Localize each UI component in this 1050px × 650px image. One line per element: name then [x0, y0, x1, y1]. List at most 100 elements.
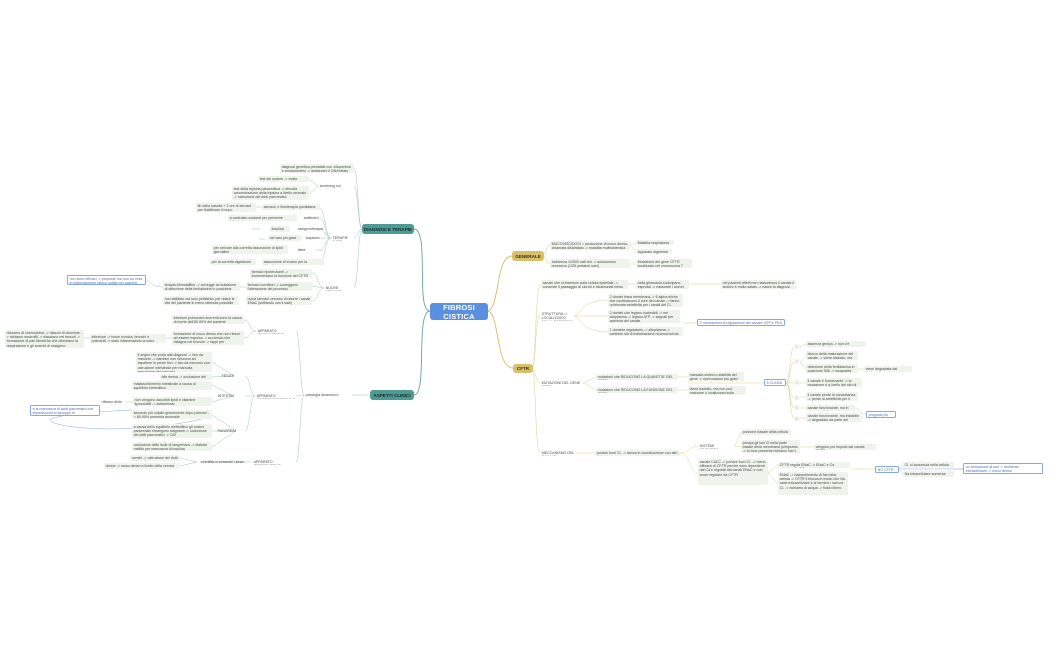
node-portare-fuori-cl[interactable]: portare fuori Cl- -> lavora in coordinaz… [595, 450, 680, 456]
node-apparato-digerente[interactable]: Apparato digerente [636, 249, 672, 254]
node-antibiotici[interactable]: antibiotici [303, 215, 319, 220]
node-no-formazione-sali[interactable]: no formazione di sali -> ambiente extrac… [963, 463, 1043, 474]
node-insulina[interactable]: insulina [270, 226, 290, 232]
node-classe-6[interactable]: canale funzionante, ma instabile -> degr… [806, 413, 862, 422]
node-malattia-respiratoria[interactable]: Malattia respiratoria [636, 240, 674, 245]
node-ghiandola-sudoripara[interactable]: nella ghiandola sudoripara: espressi -> … [636, 280, 689, 289]
node-mancata-sintesi[interactable]: mancata sintesi o stabilità del gene -> … [688, 372, 744, 381]
node-enac-riassorbimento[interactable]: ENaC -> riassorbimento di Na nella cellu… [778, 472, 848, 495]
node-screening[interactable]: screening sul bambino [319, 183, 341, 189]
node-terapie-base[interactable]: TERAPIE BASE [332, 235, 348, 241]
node-trapianto-note[interactable]: nei casi più gravi [268, 235, 302, 241]
node-degradata-proteasoma[interactable]: viene degradata dal proteasoma [864, 366, 912, 372]
node-infertilita[interactable]: infertilità in entrambi i sessi [200, 459, 244, 464]
node-meccanismi-regolazione[interactable]: 2 meccanismi di regolazione del canale: … [697, 319, 785, 326]
node-antibiotici-note[interactable]: a contrasto costanti per prevenire infez… [228, 215, 297, 221]
node-apparato-riproduttivo[interactable]: APPARATO RIPRODUTTIVO [253, 459, 281, 465]
node-pancreas[interactable]: PANCREAS [217, 428, 236, 433]
node-muco-denso-tappi[interactable]: formazione di muco denso che non riesce … [172, 331, 244, 345]
node-langerhans[interactable]: occlusione delle isole di langerhans -> … [132, 442, 212, 451]
node-pediatrico[interactable]: non abilitato ora solo pediatrico per ri… [163, 296, 239, 305]
node-sei-classi[interactable]: 6 CLASSI [764, 379, 786, 386]
node-na-aumenta[interactable]: Na intracellulare aumenta [903, 471, 954, 477]
node-test-tripsina[interactable]: test della tripsina pancreatica -> eleva… [232, 186, 309, 200]
node-mutazione-cromosoma[interactable]: Mutazione del gene CFTR localizzato nel … [636, 259, 692, 268]
link-root-generale [486, 255, 513, 312]
node-prognosi-lieve[interactable]: prognosi più lieve [866, 411, 896, 418]
node-enzimi-note[interactable]: per la corretta digestione [210, 259, 256, 265]
branch-diagnosi-terapie[interactable]: DIAGNOSI E TERAPIE [362, 224, 414, 234]
node-classe-1[interactable]: assenza genica -> non c'è produzione del… [806, 341, 866, 347]
node-bile-densa[interactable]: bile densa -> occlusione dei vasi [160, 374, 212, 380]
node-patologia-dinamica[interactable]: patologia dinamica e multisistemica [305, 392, 339, 398]
node-mutazioni-gene[interactable]: MUTAZIONI DEL GENE CFTR [541, 380, 581, 386]
link-root-diagnosi [413, 228, 431, 312]
node-acidi-pancreatici[interactable]: è la mancanza di acidi pancreatici che i… [30, 405, 100, 416]
node-avitaminosi[interactable]: non vengono assorbiti lipidi e vitamine … [133, 397, 212, 406]
node-terapia-trimodaffine[interactable]: terapia trimodaffine -> corregge la muta… [163, 282, 240, 291]
node-classe-2[interactable]: blocco della maturazione del canale -> v… [806, 351, 858, 360]
node-apparato-respiratorio[interactable]: APPARATO RESPIRATORIO [257, 328, 285, 334]
node-apparato-gastro[interactable]: APPARATO GASTROINTESTINALE [256, 393, 295, 399]
node-riducono-funzione[interactable]: mutazioni che RIDUCONO LA FUNZIONE DEL C… [596, 387, 678, 393]
node-canale-intro[interactable]: canale che si inserisce sulla cellula ep… [541, 280, 628, 289]
node-malassorbimento[interactable]: malassorbimento intestinale a causa di s… [132, 381, 212, 390]
node-uomini-dotti[interactable]: uomini -> ostruzione dei dotti deferenti [130, 455, 180, 461]
node-aerosol[interactable]: aerosol, e fisioterapia quotidiana [262, 204, 320, 210]
node-domini-transmembrana[interactable]: 2 domini trans membrana -> 6 alpha elich… [608, 294, 683, 307]
node-non-efficaci[interactable]: non sono efficaci -> proposte ma non ciò… [67, 275, 146, 285]
node-mucoviscidosi[interactable]: MUCOVISCIDOSI = produzione di muco denso… [550, 241, 630, 250]
link-root-aspetti [413, 310, 431, 396]
branch-cftr[interactable]: CFTR [513, 364, 533, 373]
node-pompa-ioni[interactable]: pompa gli ioni Cl nella parte basale del… [741, 440, 800, 453]
node-squilibrio-enzimi[interactable]: a causa dello squilibrio elettrolitico g… [132, 424, 212, 438]
node-nuove-terapie[interactable]: NUOVE TERAPIE [325, 285, 341, 291]
node-farmaci-correttori[interactable]: farmaci correttori -> correggono l'alter… [246, 282, 312, 291]
node-cl-accumula[interactable]: Cl- si accumula nella cellula [903, 462, 954, 468]
branch-generale[interactable]: GENERALE [512, 251, 544, 261]
node-riducono-quantita[interactable]: mutazioni che RIDUCONO LA QUANTITA' DEL … [596, 374, 678, 380]
root-topic[interactable]: FIBROSI CISTICA [430, 303, 488, 321]
node-cftr-regola-enac[interactable]: CFTR regola ENaC -> ENaC e Ca regolano C… [778, 462, 850, 468]
node-chemochine[interactable]: richiamo di chemochine -> rilascio di ci… [5, 330, 84, 348]
node-viene-tradotto[interactable]: viene tradotto, ma non può maturare o lo… [688, 386, 746, 395]
node-diagnosi-genetica[interactable]: diagnosi genetica prenatale con villocen… [280, 164, 354, 173]
branch-aspetti-clinici[interactable]: ASPETTI CLINICI [370, 390, 414, 400]
node-dominio-regolatorio[interactable]: 1 dominio regolatorio -> citoplasma -> c… [608, 327, 683, 336]
node-incidenza[interactable]: Incidenza 1/2500 nati vivi -> autosomica… [550, 259, 630, 268]
node-infezione-tosse[interactable]: infezione -> tosse cronica, bronchi e po… [90, 334, 166, 343]
node-sistemi-simporto[interactable]: SISTEMI SIMPORTO [699, 443, 719, 449]
node-ossigenoterapia[interactable]: ossigenoterapia [297, 226, 323, 231]
node-donne-cervice[interactable]: donne -> muco denso a livello della cerv… [104, 463, 180, 469]
node-struttura[interactable]: STRUTTURA -> LOCALIZZATO NELLA PORZIONE … [541, 311, 573, 321]
node-classe-5[interactable]: canale funzionante, ma in numero ridotto [806, 405, 855, 411]
node-porzione-basale[interactable]: porzione basale della cellula [741, 429, 791, 435]
node-delezione-f508[interactable]: delezione della fenilalanina in posizion… [806, 364, 858, 373]
node-dieta[interactable]: dieta ipercalorica [297, 247, 316, 253]
node-infezioni-polmonari[interactable]: infezioni polmonari ricorrenti sono la c… [172, 315, 244, 324]
node-nuovi-farmaci-enac[interactable]: nuovi farmaci cercano di ridurre i canal… [246, 296, 312, 305]
node-sudore-salato[interactable]: nei pazienti affetti non riassorbono il … [721, 280, 796, 289]
node-dieta-note[interactable]: per arrivare alla corretta assunzione di… [212, 245, 288, 254]
node-canale-cacc[interactable]: canale CaCC -> portare fuori Cl- -> meno… [698, 459, 768, 485]
node-espulsi-cftr[interactable]: vengono poi espulsi dal canale CFTR [814, 444, 876, 450]
node-domini-nucleotidi[interactable]: 2 domini che legano nucleotidi -> nel ci… [608, 310, 680, 323]
node-classe-4[interactable]: il canale perde la conduttanza -> perde … [806, 392, 858, 401]
node-fegato[interactable]: FEGATO [221, 373, 234, 378]
node-farmaci-ripotenzianti[interactable]: farmaci ripotenzianti -> incrementano la… [250, 269, 312, 278]
node-ileo-meconio[interactable]: il segno che porta alla diagnosi -> ileo… [136, 352, 212, 372]
node-pancreas-colpito[interactable]: secondo più colpito gravemente dopo polm… [132, 410, 212, 419]
node-classe-3-num: 3 [794, 380, 800, 385]
node-intestino[interactable]: INTESTINO [217, 393, 234, 398]
node-enzimi[interactable]: assunzione di enzimi per la digestione [262, 259, 324, 265]
node-classe-6-num: 6 [794, 416, 800, 421]
node-no-cftr[interactable]: NO CFTR [875, 466, 899, 473]
node-meccanismo-canale[interactable]: MECCANISMO DEL CANALE [541, 450, 575, 456]
node-trapianto[interactable]: trapianto [305, 235, 320, 240]
node-classe-5-num: 5 [794, 405, 800, 410]
node-test-sudore[interactable]: test del sudore -> molto salato [258, 176, 309, 182]
node-aerosol-note[interactable]: fin dalla nascita + 2 ore di aerosol per… [196, 203, 256, 212]
node-classe-3[interactable]: il canale è funzionante -> la mutazione … [806, 378, 862, 387]
node-riflesso-crescita[interactable]: riflesso della crescita [101, 399, 122, 405]
